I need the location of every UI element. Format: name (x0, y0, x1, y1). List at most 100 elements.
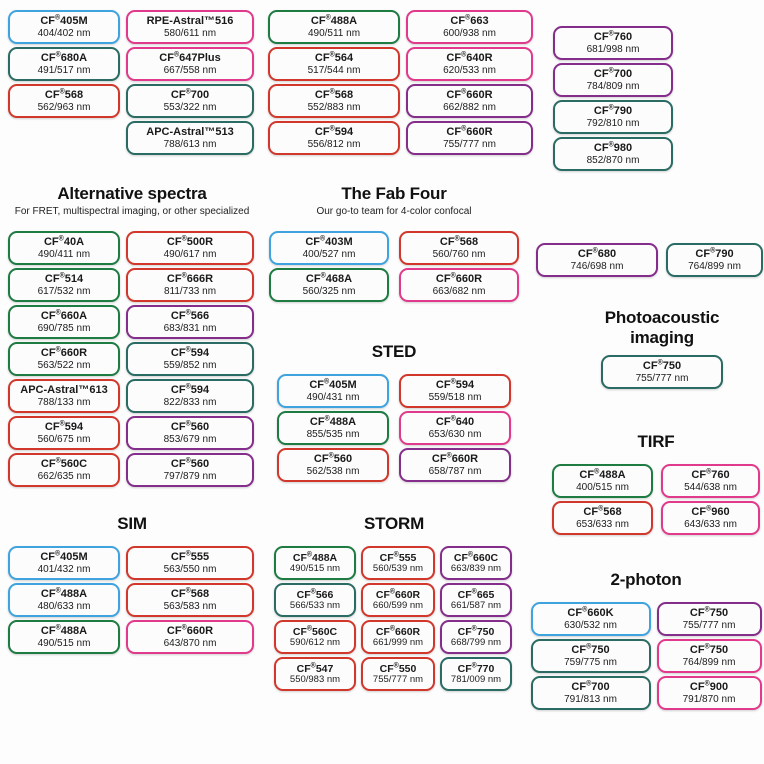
registered-mark: ® (328, 452, 334, 460)
registered-mark: ® (310, 662, 316, 670)
dye-wavelengths: 661/587 nm (450, 599, 502, 611)
registered-mark: ® (59, 272, 65, 280)
registered-mark: ® (185, 587, 191, 595)
dye-name: CF®594 (170, 383, 210, 397)
dye-wavelengths: 563/522 nm (37, 359, 91, 371)
dye-wavelengths: 490/511 nm (307, 27, 361, 39)
registered-mark: ® (55, 51, 61, 59)
dye-name: CF®660C (453, 551, 499, 564)
section-title: The Fab Four (341, 184, 447, 203)
dye-wavelengths: 792/810 nm (586, 117, 640, 129)
dye-name: CF®660A (40, 309, 88, 323)
registered-mark: ® (454, 235, 460, 243)
registered-mark: ® (185, 420, 191, 428)
registered-mark: ® (393, 551, 399, 559)
registered-mark: ® (185, 309, 191, 317)
dye-name: CF®760 (593, 30, 633, 44)
dye-name: CF®488A (579, 468, 626, 482)
dye-wavelengths: 759/775 nm (564, 656, 617, 668)
dye-wavelengths: 755/777 nm (635, 372, 689, 384)
dye-name: CF®665 (457, 588, 495, 601)
dye-wavelengths: 490/515 nm (289, 562, 341, 574)
registered-mark: ® (325, 14, 331, 22)
dye-wavelengths: 855/535 nm (306, 428, 360, 440)
section-title: STORM (363, 514, 425, 533)
dye-name: CF®680 (577, 247, 617, 261)
dye-wavelengths: 560/675 nm (37, 433, 91, 445)
dye-wavelengths: 658/787 nm (428, 465, 482, 477)
dye-wavelengths: 791/870 nm (682, 693, 736, 705)
dye-wavelengths: 617/532 nm (37, 285, 91, 297)
registered-mark: ® (329, 51, 335, 59)
dye-wavelengths: 490/411 nm (37, 248, 91, 260)
dye-wavelengths: 755/777 nm (682, 619, 736, 631)
dye-wavelengths: 755/777 nm (372, 673, 424, 685)
registered-mark: ® (467, 551, 474, 559)
registered-mark: ® (389, 588, 396, 596)
registered-mark: ® (324, 415, 330, 423)
dye-name: CF®960 (691, 505, 730, 519)
dye-wavelengths: 852/870 nm (586, 154, 640, 166)
dye-name: CF®566 (296, 588, 334, 601)
registered-mark: ® (471, 588, 477, 596)
dye-wavelengths: 563/550 nm (163, 563, 217, 575)
dye-name: CF®750 (457, 625, 495, 638)
section-title: SIM (117, 514, 147, 533)
dye-name: CF®555 (170, 550, 210, 564)
section-fab-four: The Fab Four Our go-to team for 4-color … (264, 184, 524, 302)
dye-name: CF®750 (571, 643, 610, 657)
dye-wavelengths: 400/515 nm (576, 481, 629, 493)
dye-wavelengths: 517/544 nm (307, 64, 361, 76)
registered-mark: ® (704, 680, 710, 688)
dye-name: CF®666R (166, 272, 214, 286)
registered-mark: ® (450, 415, 456, 423)
dye-wavelengths: 559/518 nm (428, 391, 482, 403)
registered-mark: ® (185, 457, 191, 465)
dye-name: CF®660R (375, 625, 421, 638)
registered-mark: ® (582, 606, 588, 614)
registered-mark: ® (450, 272, 456, 280)
dye-name: CF®660R (446, 125, 493, 139)
registered-mark: ® (55, 587, 61, 595)
dye-name: APC-Astral™513 (146, 126, 234, 139)
dye-wavelengths: 544/638 nm (684, 481, 737, 493)
dye-name: CF®680A (40, 51, 88, 65)
dye-name: CF®750 (689, 606, 729, 620)
